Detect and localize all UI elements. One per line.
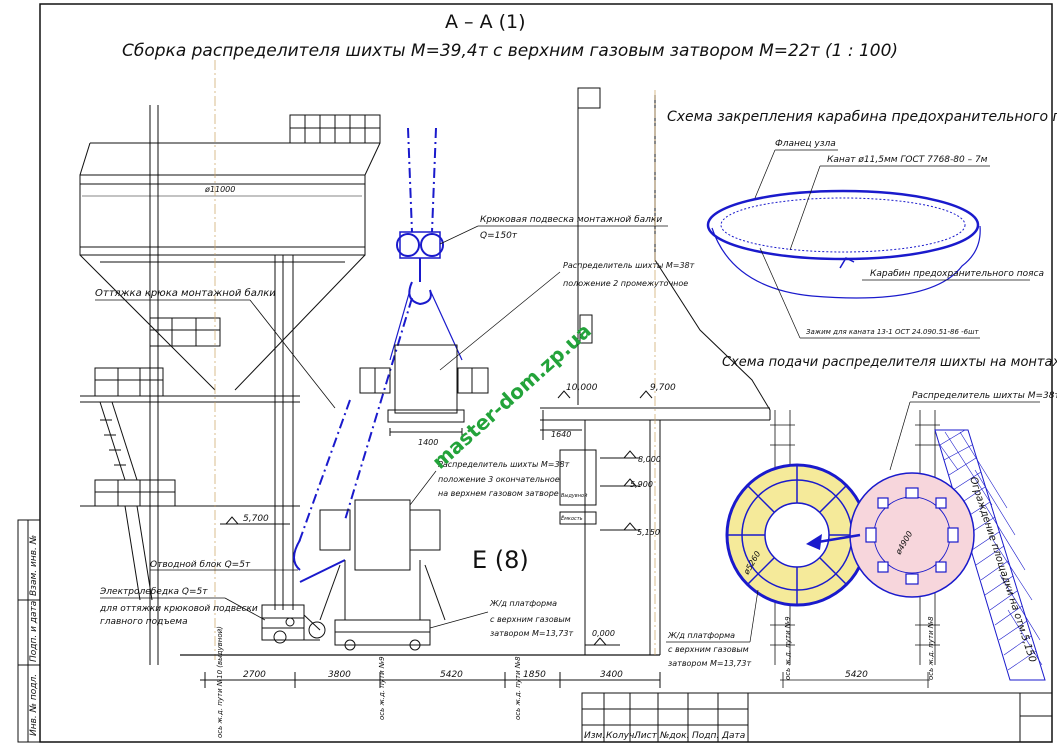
level-8000: 8,000 (638, 455, 661, 464)
stamp-col-5: Подп. (692, 731, 719, 741)
feed-dist-label: Распределитель шихты М=38т (912, 391, 1057, 401)
platform-label-1: Ж/д платформа (489, 599, 557, 608)
feed-platform-2: с верхним газовым (668, 645, 749, 654)
winch-label-1: Электролебедка Q=5т (99, 587, 208, 597)
pos3-label-3: на верхнем газовом затворе (438, 489, 559, 498)
carabiner-title: Схема закрепления карабина предохранител… (667, 109, 1057, 125)
feed-dist-leader-2 (889, 401, 911, 471)
tower-outline (540, 87, 771, 655)
stamp-col-1: Изм. (584, 731, 605, 741)
left-structure (79, 60, 661, 688)
flange-leader-2 (754, 149, 776, 199)
feed-title: Схема подачи распределителя шихты на мон… (722, 355, 1057, 370)
small-label-1: Выдувной (561, 493, 588, 499)
axis-8: ось ж.д. пути №8 (514, 656, 522, 720)
feed-dim-5420: 5420 (845, 670, 868, 680)
crane-hook (293, 127, 463, 583)
pos3-label-2: положение 3 окончательное (438, 475, 560, 484)
platform-label-3: затвором М=13,73т (490, 629, 573, 638)
dim-1640: 1640 (551, 430, 571, 439)
feed-axis-9: ось ж.д. пути №9 (784, 616, 792, 680)
carabiner-hook (839, 257, 855, 269)
level-10000: 10,000 (566, 383, 598, 393)
dim-3400: 3400 (600, 670, 623, 680)
flange-label: Фланец узла (775, 139, 836, 149)
pos3-leader (409, 470, 437, 506)
title-block (581, 692, 1053, 743)
section-label: А – А (1) (445, 11, 526, 33)
dim-1850: 1850 (523, 670, 546, 680)
stamp-col-3: Лист (633, 731, 658, 741)
hook-label-2: Q=150т (480, 231, 518, 241)
side-label-inv: Инв. № подл. (29, 674, 39, 736)
winch-label-2: для оттяжки крюковой подвески (99, 604, 258, 614)
main-title: Сборка распределителя шихты М=39,4т с ве… (122, 41, 898, 61)
level-5150: 5,150 (637, 528, 660, 537)
clamp-leader-2 (759, 247, 801, 339)
feed-platform-1: Ж/д платформа (667, 631, 735, 640)
block-label: Отводной блок Q=5т (150, 560, 251, 570)
ring-flange (706, 189, 980, 261)
hook-label-1: Крюковая подвеска монтажной балки (480, 215, 662, 225)
level-0000: 0,000 (592, 629, 615, 638)
stamp-col-4: №док. (659, 731, 689, 741)
safety-rope (711, 225, 981, 299)
dim-5420: 5420 (440, 670, 463, 680)
pos2-leader (439, 271, 561, 371)
winch-leader-2 (224, 597, 266, 621)
distributor-top-view (725, 463, 869, 607)
side-label-replace: Взам. инв. № (29, 535, 39, 596)
pos2-label-1: Распределитель шихты М=38т (563, 261, 695, 270)
pos3-label-1: Распределитель шихты М=38т (438, 460, 570, 469)
dim-2700: 2700 (243, 670, 266, 680)
gate-top-view (849, 472, 975, 598)
axis-9: ось ж.д. пути №9 (378, 656, 386, 720)
guy-label: Оттяжка крюка монтажной балки (95, 287, 276, 299)
stamp-col-2: Колуч. (606, 731, 637, 741)
side-label-sign: Подп. и дата (29, 601, 39, 662)
guy-leader-2 (249, 299, 336, 409)
feed-platform-leader-2 (749, 589, 759, 643)
side-stamp (17, 519, 41, 743)
clamp-label: Зажим для каната 13-1 ОСТ 24.090.51-86 -… (806, 328, 980, 336)
winch-label-3: главного подъема (100, 617, 188, 627)
feed-axis-8: ось ж.д. пути №8 (927, 616, 935, 680)
hook-leader-2 (439, 225, 479, 245)
level-5900: 5,900 (630, 480, 653, 489)
axis-10: ось ж.д. пути №10 (выдувной) (216, 626, 224, 738)
width-1400: 1400 (418, 438, 438, 447)
rope-leader-2 (789, 165, 821, 251)
fence-hatch (934, 429, 1046, 681)
feed-arrow-head (806, 534, 822, 550)
level-9700: 9,700 (650, 383, 676, 393)
distributor-position-2 (359, 344, 489, 436)
small-label-2: Ёмкость (561, 515, 583, 522)
pos2-label-2: положение 2 промежуточное (563, 279, 688, 288)
carabiner-label: Карабин предохранительного пояса (870, 269, 1044, 279)
platform-leader (429, 611, 489, 629)
sheet-frame (39, 3, 1053, 743)
stamp-col-6: Дата (721, 731, 745, 741)
feed-platform-3: затвором М=13,73т (668, 659, 751, 668)
diameter-label: ø11000 (204, 185, 235, 194)
platform-label-2: с верхним газовым (490, 615, 571, 624)
distributor-position-3 (319, 499, 446, 651)
detail-e-label: Е (8) (472, 546, 529, 574)
level-5700: 5,700 (243, 514, 269, 524)
rope-label: Канат ø11,5мм ГОСТ 7768-80 – 7м (827, 155, 988, 165)
dim-3800: 3800 (328, 670, 351, 680)
